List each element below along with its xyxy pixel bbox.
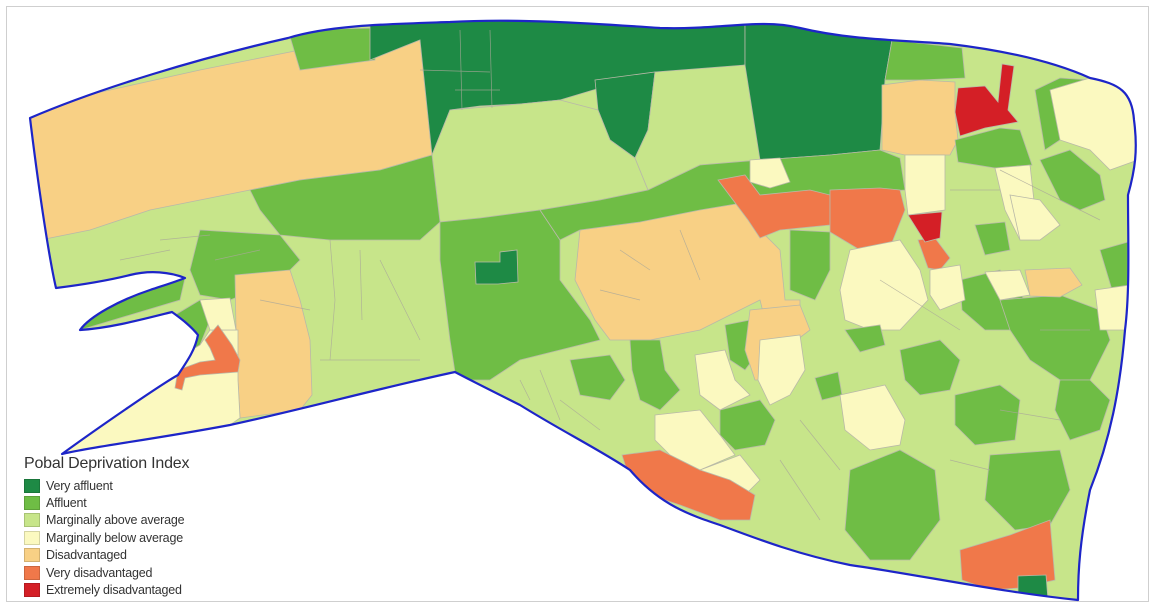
legend-label: Marginally below average	[46, 530, 183, 545]
district-south-central-affluent-4	[844, 324, 886, 353]
district-west-very-disadvantaged	[174, 324, 241, 391]
legend-label: Marginally above average	[46, 513, 185, 528]
legend-swatch	[24, 565, 40, 580]
legend-item: Affluent	[24, 494, 284, 511]
legend-swatch	[24, 496, 40, 511]
district-east-affluent-2	[974, 221, 1011, 256]
legend-swatch	[24, 513, 40, 528]
district-south-central-affluent-1	[629, 339, 681, 411]
district-west-affluent-1	[249, 154, 441, 241]
legend-item: Marginally above average	[24, 512, 284, 529]
legend-item: Very disadvantaged	[24, 564, 284, 581]
legend-item: Very affluent	[24, 477, 284, 494]
legend-title: Pobal Deprivation Index	[24, 455, 190, 472]
district-extremely-disadvantaged-2	[954, 63, 1019, 137]
district-central-very-affluent	[474, 249, 519, 285]
district-boundary	[28, 19, 1137, 602]
legend-label: Very disadvantaged	[46, 565, 153, 580]
district-south-central-affluent-6	[899, 339, 961, 396]
legend-label: Very affluent	[46, 478, 113, 493]
district-east-below-avg-4	[1009, 194, 1061, 241]
legend-swatch	[24, 548, 40, 563]
district-north-below-avg-small	[749, 157, 791, 189]
district-south-central-affluent-12	[569, 354, 626, 401]
district-north-affluent	[287, 27, 376, 71]
district-south-central-affluent-9	[844, 449, 941, 561]
legend-item: Marginally below average	[24, 529, 284, 546]
district-south-below-avg-2	[757, 334, 806, 406]
district-south-central-affluent-3	[789, 229, 831, 301]
district-south-below-avg-3	[839, 384, 906, 451]
district-north-strip-affluent	[539, 149, 906, 241]
legend-swatch	[24, 478, 40, 493]
legend-label: Affluent	[46, 496, 87, 511]
district-northeast-below-avg-2	[904, 154, 946, 216]
legend-label: Extremely disadvantaged	[46, 583, 182, 598]
district-north-very-disadvantaged-2	[829, 187, 906, 261]
district-northeast-affluent-2	[954, 127, 1033, 169]
district-extremely-disadvantaged-1	[907, 211, 943, 243]
legend-item: Extremely disadvantaged	[24, 581, 284, 598]
district-south-below-avg-4	[654, 409, 736, 471]
legend-swatch	[24, 583, 40, 598]
district-east-below-avg-2	[929, 264, 966, 311]
district-south-below-avg-1	[694, 349, 751, 411]
legend-item: Disadvantaged	[24, 547, 284, 564]
subdivision-lines	[119, 29, 1101, 521]
district-northeast-disadvantaged	[881, 79, 959, 156]
district-north-very-affluent-3	[744, 20, 893, 161]
district-east-below-avg-1	[839, 239, 929, 331]
district-west-below-avg-small	[199, 297, 237, 331]
legend-swatch	[24, 530, 40, 545]
district-south-central-affluent-11	[1054, 379, 1111, 441]
legend-label: Disadvantaged	[46, 548, 127, 563]
district-east-disadvantaged	[1024, 267, 1083, 298]
district-south-central-affluent-8	[954, 384, 1021, 446]
district-northeast-affluent-1	[884, 39, 966, 81]
